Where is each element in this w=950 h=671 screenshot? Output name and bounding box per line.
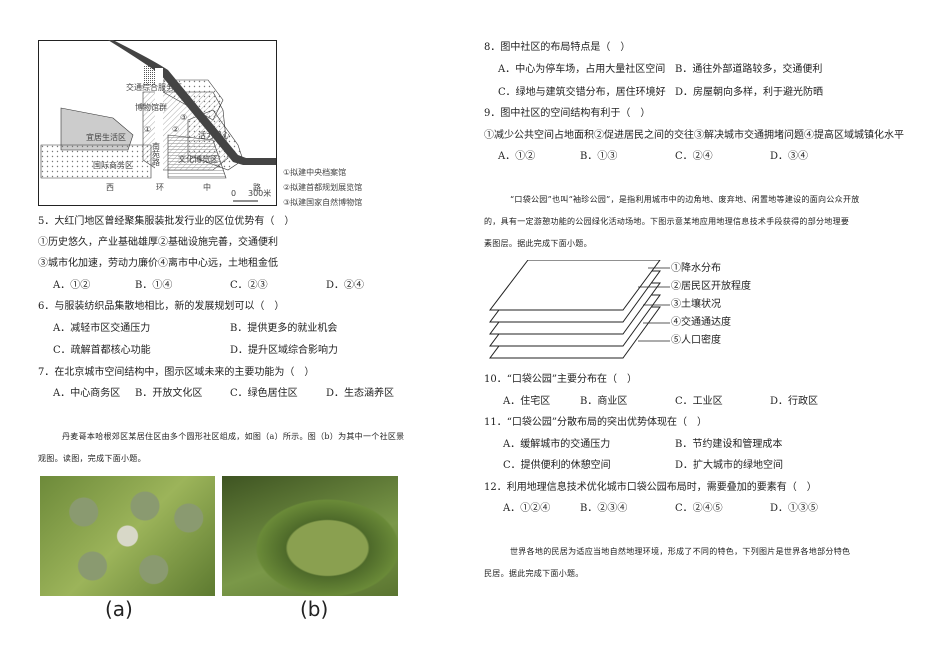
marker-3: ③ (180, 113, 187, 122)
road-label: 环 (156, 183, 164, 192)
q5-statement: ③城市化加速，劳动力廉价④离市中心远，土地租金低 (38, 258, 278, 269)
q6-option-c[interactable]: C．疏解首都核心功能 (53, 345, 151, 356)
q11-option-b[interactable]: B．节约建设和管理成本 (675, 439, 783, 450)
gis-layers-diagram (488, 260, 670, 359)
q11-stem: 11．“口袋公园”分散布局的突出优势体现在（ ） (484, 417, 707, 428)
layer-label: ④交通通达度 (671, 317, 731, 328)
marker-1: ① (144, 125, 151, 134)
q5-option-d[interactable]: D．②④ (326, 280, 365, 291)
passage-line: 丹麦哥本哈根郊区某居住区由多个圆形社区组成，如图（a）所示。图（b）为其中一个社… (62, 432, 405, 441)
q5-option-c[interactable]: C．②③ (230, 280, 268, 291)
road-label: 路 (253, 182, 261, 192)
q9-option-d[interactable]: D．③④ (770, 151, 809, 162)
q10-option-c[interactable]: C．工业区 (675, 396, 723, 407)
passage-line: “口袋公园”也叫“袖珍公园”，是指利用城市中的边角地、废弃地、闲置地等建设的面向… (510, 195, 860, 204)
q10-stem: 10．“口袋公园”主要分布在（ ） (484, 374, 637, 385)
q12-option-b[interactable]: B．②③④ (580, 503, 628, 514)
q8-stem: 8．图中社区的布局特点是（ ） (484, 42, 631, 53)
q6-option-b[interactable]: B．提供更多的就业机会 (230, 323, 338, 334)
q7-option-b[interactable]: B．开放文化区 (135, 388, 203, 399)
caption-a: (a) (105, 597, 133, 621)
q8-option-a[interactable]: A．中心为停车场，占用大量社区空间 (498, 64, 666, 75)
q9-stem: 9．图中社区的空间结构有利于（ ） (484, 108, 651, 119)
layer-label: ①降水分布 (671, 263, 721, 274)
legend-item: ③拟建国家自然博物馆 (283, 197, 362, 207)
q9-option-b[interactable]: B．①③ (580, 151, 618, 162)
zone-label: 活力绿心 (198, 130, 230, 140)
legend-item: ②拟建首都规划展览馆 (283, 182, 362, 192)
passage-line: 观图。读图，完成下面小题。 (38, 454, 146, 463)
q10-option-d[interactable]: D．行政区 (770, 396, 819, 407)
q6-stem: 6．与服装纺织品集散地相比，新的发展规划可以（ ） (38, 301, 285, 312)
q10-option-b[interactable]: B．商业区 (580, 396, 628, 407)
zone-label: 宜居生活区 (86, 132, 126, 142)
passage-line: 世界各地的民居为适应当地自然地理环境，形成了不同的特色，下列图片是世界各地部分特… (510, 547, 851, 556)
layer-label: ⑤人口密度 (671, 335, 721, 346)
q12-option-a[interactable]: A．①②④ (503, 503, 551, 514)
q12-option-d[interactable]: D．①③⑤ (770, 503, 819, 514)
q9-option-a[interactable]: A．①② (498, 151, 536, 162)
passage-line: 素图层。据此完成下面小题。 (484, 239, 592, 248)
community-landscape-photo (222, 476, 398, 596)
zone-label: 交通综合服务区 (126, 82, 182, 92)
road-label: 中 (203, 182, 211, 192)
road-label: 西 (106, 183, 114, 192)
q11-option-d[interactable]: D．扩大城市的绿地空间 (675, 460, 784, 471)
passage-line: 民居。据此完成下面小题。 (484, 569, 584, 578)
scale-zero: 0 (231, 189, 236, 198)
q9-statement: ①减少公共空间占地面积②促进居民之间的交往③解决城市交通拥堵问题④提高区域城镇化… (484, 130, 904, 141)
aerial-photo-circular-communities (40, 476, 215, 596)
q5-option-b[interactable]: B．①④ (135, 280, 173, 291)
layer-label: ③土壤状况 (671, 299, 721, 310)
zone-label: 博物馆群 (135, 102, 167, 112)
q9-option-c[interactable]: C．②④ (675, 151, 713, 162)
q12-option-c[interactable]: C．②④⑤ (675, 503, 723, 514)
beijing-planning-map: 交通综合服务区 博物馆群 活力绿心 宜居生活区 国际商务区 文化博览区 南苑路 … (38, 40, 362, 207)
q8-option-b[interactable]: B．通往外部道路较多，交通便利 (675, 64, 823, 75)
q5-option-a[interactable]: A．①② (53, 280, 91, 291)
q6-option-d[interactable]: D．提升区域综合影响力 (230, 345, 339, 356)
caption-b: (b) (300, 597, 329, 621)
q5-stem: 5．大红门地区曾经聚集服装批发行业的区位优势有（ ） (38, 216, 295, 227)
q8-option-d[interactable]: D．房屋朝向多样，利于避光防晒 (675, 87, 824, 98)
road-label: 南苑路 (152, 141, 161, 166)
layer-label: ②居民区开放程度 (671, 281, 751, 292)
marker-2: ② (172, 125, 179, 134)
q11-option-a[interactable]: A．缓解城市的交通压力 (503, 439, 611, 450)
q7-stem: 7．在北京城市空间结构中，图示区域未来的主要功能为（ ） (38, 367, 315, 378)
q7-option-d[interactable]: D．生态涵养区 (326, 388, 395, 399)
passage-line: 的，具有一定游憩功能的公园绿化活动场地。下图示意某地应用地理信息技术手段获得的部… (484, 217, 850, 226)
q8-option-c[interactable]: C．绿地与建筑交错分布，居住环境好 (498, 87, 666, 98)
scale-label: 300米 (248, 188, 271, 198)
legend-item: ①拟建中央档案馆 (283, 167, 346, 177)
q7-option-a[interactable]: A．中心商务区 (53, 388, 121, 399)
q7-option-c[interactable]: C．绿色居住区 (230, 388, 298, 399)
q11-option-c[interactable]: C．提供便利的休憩空间 (503, 460, 611, 471)
q5-statement: ①历史悠久，产业基础雄厚②基础设施完善，交通便利 (38, 237, 278, 248)
q10-option-a[interactable]: A．住宅区 (503, 396, 551, 407)
q6-option-a[interactable]: A．减轻市区交通压力 (53, 323, 151, 334)
q12-stem: 12．利用地理信息技术优化城市口袋公园布局时，需要叠加的要素有（ ） (484, 482, 817, 493)
zone-label: 国际商务区 (93, 160, 133, 170)
zone-label: 文化博览区 (178, 154, 218, 164)
